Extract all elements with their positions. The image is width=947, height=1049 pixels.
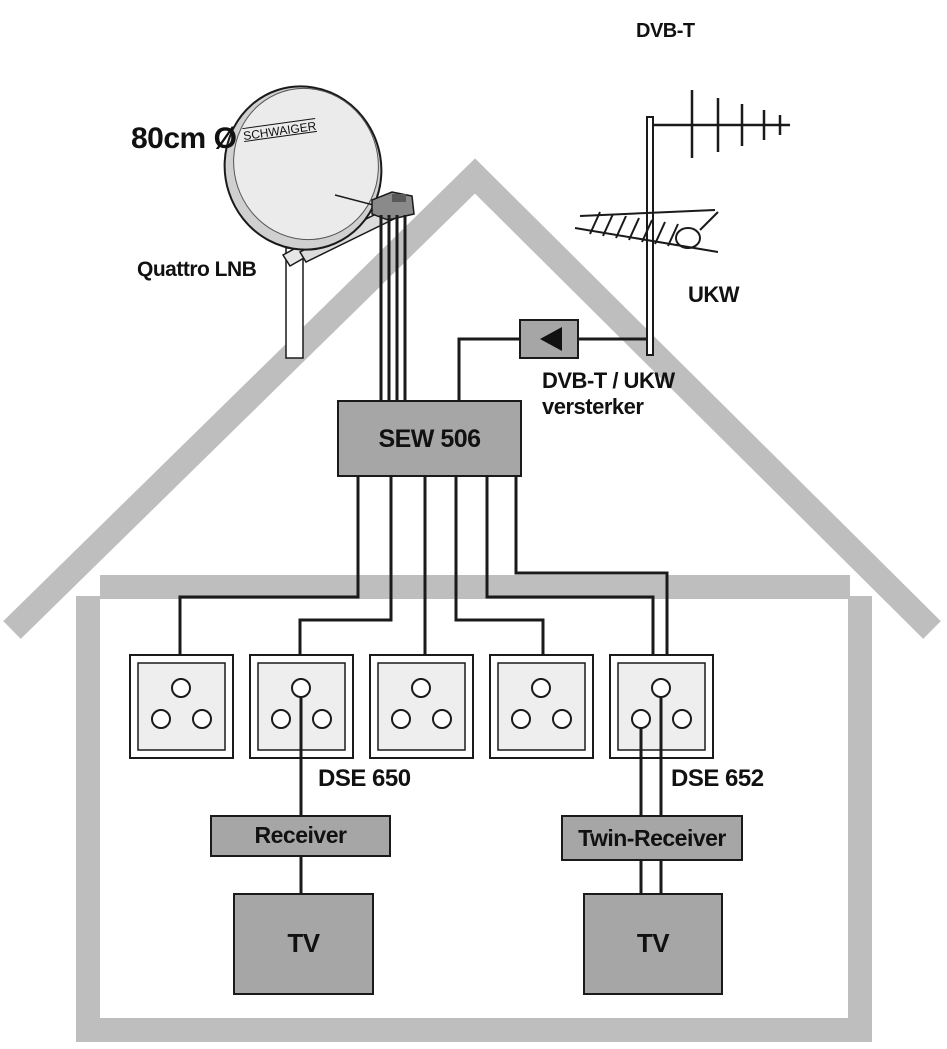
lnb-cables [379, 215, 407, 400]
receiver-box [210, 815, 391, 857]
multiswitch-box [337, 400, 522, 477]
ukw-label: UKW [688, 282, 740, 307]
tv-left-label: TV [287, 928, 320, 958]
tv-right-box [583, 893, 723, 995]
wall-socket-4 [489, 654, 594, 759]
multiswitch-label: SEW 506 [378, 425, 481, 453]
dse650-label: DSE 650 [318, 765, 411, 792]
dse652-label: DSE 652 [671, 765, 764, 792]
tv-right-label: TV [636, 928, 670, 958]
wall-socket-1 [129, 654, 234, 759]
amplifier-triangle-icon [540, 327, 562, 351]
antenna-mast [646, 116, 654, 356]
amplifier-label-line1: DVB-T / UKW [542, 368, 675, 393]
dish-size-label: 80cm Ø [131, 122, 237, 155]
satellite-dish [223, 85, 386, 251]
amplifier-feed [457, 337, 647, 401]
quattro-lnb [371, 191, 415, 221]
house-outline [3, 158, 941, 1042]
amplifier [519, 319, 579, 359]
twin-receiver-box [561, 815, 743, 861]
multiswitch-outputs [178, 476, 669, 655]
ukw-antenna [574, 209, 719, 253]
twin-receiver-label: Twin-Receiver [578, 825, 726, 851]
tv-left-box [233, 893, 374, 995]
dvbt-label: DVB-T [636, 20, 695, 42]
house-walls [76, 596, 872, 1042]
receiver-label: Receiver [254, 822, 347, 848]
wall-socket-3 [369, 654, 474, 759]
wall-sockets [129, 654, 714, 759]
quattro-lnb-label: Quattro LNB [137, 258, 257, 281]
house-roof [3, 158, 941, 639]
amplifier-label-line2: versterker [542, 394, 644, 419]
receiver-cables [299, 697, 663, 894]
dvbt-antenna [653, 90, 790, 158]
